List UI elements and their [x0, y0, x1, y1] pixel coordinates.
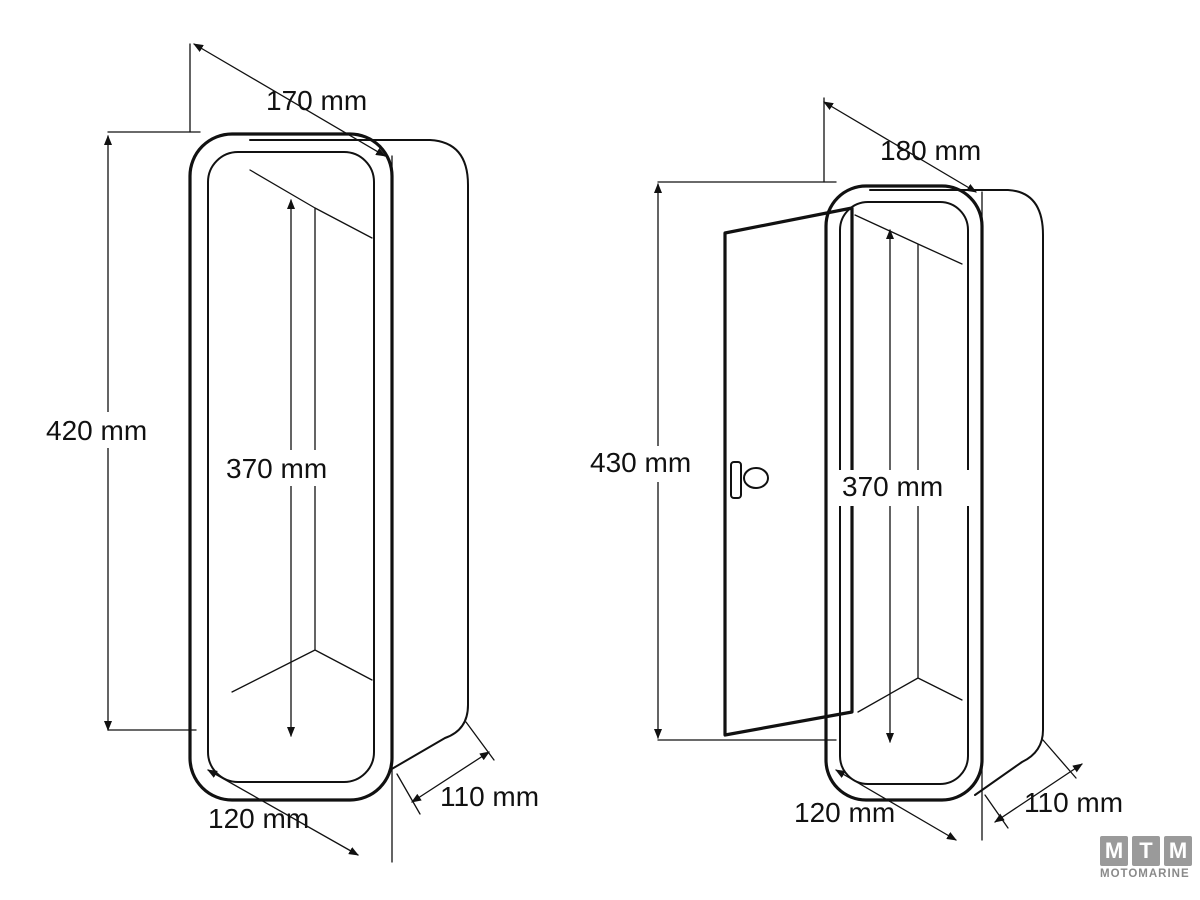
- left-box-interior: [231, 169, 373, 693]
- motomarine-watermark: M T M MOTOMARINE: [1100, 836, 1196, 886]
- right-width-dim-line: [823, 101, 977, 193]
- right-box-door: [723, 206, 854, 737]
- right-width-label: 180 mm: [880, 135, 981, 166]
- door-knob-icon: [743, 467, 769, 489]
- left-height-label-bg: [40, 412, 170, 448]
- watermark-letter: T: [1132, 836, 1160, 866]
- right-box-shell: [869, 189, 1044, 796]
- right-depth-ext-1: [984, 794, 1009, 829]
- right-depth-ext-2: [1042, 739, 1077, 779]
- right-depth-dim-line: [994, 763, 1083, 823]
- right-height-label-bg: [586, 446, 720, 482]
- door-handle-icon: [730, 461, 742, 499]
- right-box-interior: [854, 214, 963, 713]
- right-inner-height-label-bg: [838, 470, 972, 506]
- right-front-width-dim-line: [835, 769, 957, 841]
- right-depth-label: 110 mm: [1024, 787, 1123, 818]
- left-front-width-label: 120 mm: [208, 803, 309, 834]
- right-height-label: 430 mm: [590, 447, 691, 478]
- left-box: 170 mm 420 mm 370 mm 120 mm 110 mm: [40, 43, 539, 863]
- right-front-width-label: 120 mm: [794, 797, 895, 828]
- left-box-shell: [249, 139, 469, 771]
- left-depth-ext-1: [396, 773, 421, 815]
- left-height-label: 420 mm: [46, 415, 147, 446]
- left-depth-dim-line: [411, 751, 490, 803]
- left-depth-label: 110 mm: [440, 781, 539, 812]
- left-inner-height-label: 370 mm: [226, 453, 327, 484]
- left-depth-ext-2: [465, 721, 495, 761]
- left-width-dim-line: [193, 43, 386, 157]
- right-inner-height-label: 370 mm: [842, 471, 943, 502]
- watermark-letters: M T M: [1100, 836, 1196, 866]
- left-front-width-dim-line: [207, 769, 359, 856]
- left-inner-height-label-bg: [222, 450, 352, 486]
- left-width-label: 170 mm: [266, 85, 367, 116]
- watermark-letter: M: [1100, 836, 1128, 866]
- watermark-letter: M: [1164, 836, 1192, 866]
- right-box: 180 mm 430 mm 370 mm 120 mm 110 mm: [586, 97, 1123, 841]
- watermark-word: MOTOMARINE: [1100, 868, 1190, 880]
